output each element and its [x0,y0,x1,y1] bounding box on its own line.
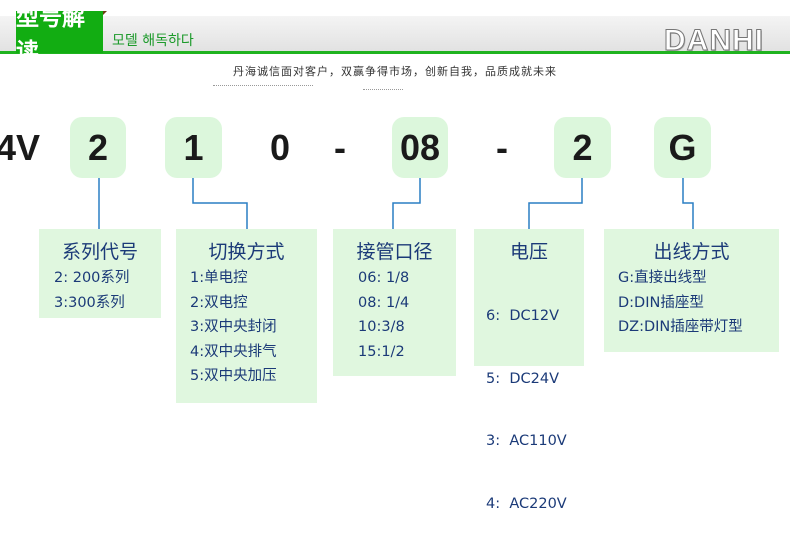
divider [213,85,313,86]
connector-switch [192,178,248,229]
group-item: 06: 1/8 [358,270,410,286]
group-item: DZ:DIN插座带灯型 [618,319,743,335]
code-dash: - [496,126,508,168]
code-voltage: 2 [554,117,611,178]
divider [363,89,403,90]
code-prefix: 4V [0,126,41,168]
code-zero: 0 [269,126,291,168]
group-port: 接管口径 06: 1/8 08: 1/4 10:3/8 15:1/2 [333,229,456,376]
tab-corner-decoration [103,11,107,15]
code-series: 2 [70,117,126,178]
group-item: 3: AC110V [486,433,567,449]
group-item: D:DIN插座型 [618,294,704,311]
group-title: 电压 [509,241,548,263]
group-item: 6: DC12V [486,308,559,324]
group-title: 系列代号 [61,241,138,263]
group-item: 4:双中央排气 [190,343,277,360]
connector-voltage [528,178,583,229]
group-item: 10:3/8 [358,319,405,335]
group-item: 3:300系列 [54,294,125,311]
connector-lines [98,178,694,229]
danhi-logo: DANHI [664,24,764,58]
group-item: 5:双中央加压 [190,368,277,384]
group-item: 2:双电控 [190,294,248,311]
group-item: 5: DC24V [486,370,559,387]
group-title: 切换方式 [208,241,285,263]
korean-subtitle: 모델 해독하다 [112,33,194,49]
group-wiring: 出线方式 G:直接出线型 D:DIN插座型 DZ:DIN插座带灯型 [604,229,779,352]
group-item: 4: AC220V [486,495,567,512]
group-title: 接管口径 [356,241,433,263]
group-switch: 切换方式 1:单电控 2:双电控 3:双中央封闭 4:双中央排气 5:双中央加压 [176,229,317,403]
header-band [0,16,790,51]
code-switch: 1 [165,117,222,178]
group-item: 08: 1/4 [358,294,410,311]
tagline: 丹海诚信面对客户，双赢争得市场，创新自我，品质成就未来 [233,65,557,78]
header-underline [0,51,790,54]
group-item: 2: 200系列 [54,270,130,286]
group-series: 系列代号 2: 200系列 3:300系列 [39,229,161,318]
connector-port [392,178,421,229]
code-port: 08 [392,117,448,178]
group-item: 3:双中央封闭 [190,319,277,335]
code-wiring: G [654,117,711,178]
group-item: 15:1/2 [358,343,405,360]
code-dash: - [334,126,346,168]
connector-wiring [682,178,694,229]
group-voltage: 电压 6: DC12V 5: DC24V 3: AC110V 4: AC220V [474,229,584,512]
group-item: 1:单电控 [190,270,248,286]
group-title: 出线方式 [653,241,730,263]
group-item: G:直接出线型 [618,270,707,286]
